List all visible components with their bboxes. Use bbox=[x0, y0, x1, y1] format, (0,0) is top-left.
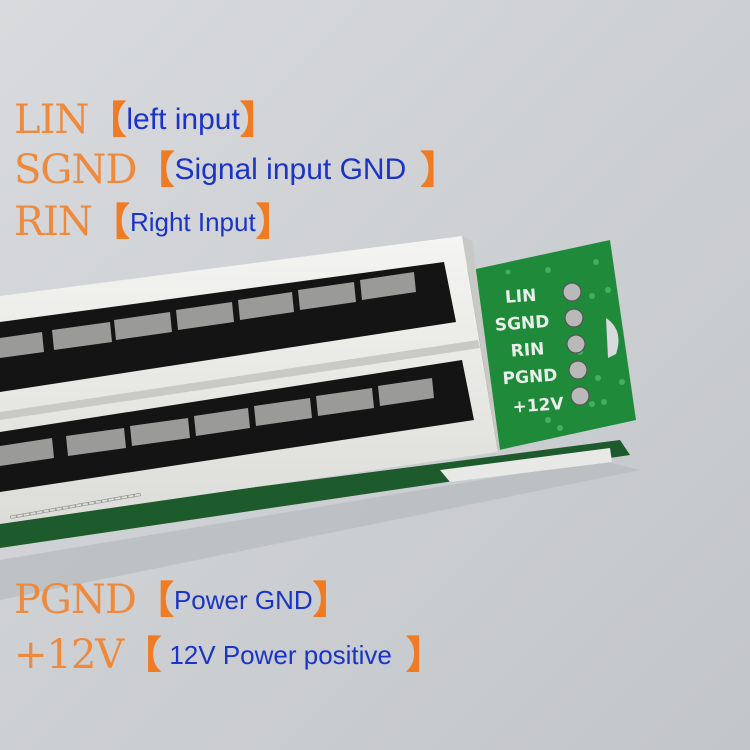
label-rin-code: RIN bbox=[14, 199, 93, 245]
label-rin: RIN【Right Input】 bbox=[14, 202, 294, 242]
bracket-close: 】 bbox=[239, 98, 278, 142]
label-12v-desc: 12V Power positive bbox=[169, 640, 392, 670]
label-lin: LIN【left input】 bbox=[14, 100, 278, 140]
bracket-open: 【 bbox=[123, 633, 162, 677]
pcb-pin-label-12v: +12V bbox=[512, 394, 565, 418]
label-sgnd: SGND【Signal input GND 】 bbox=[14, 150, 458, 190]
label-12v: +12V【12V Power positive 】 bbox=[14, 635, 444, 675]
bracket-open: 【 bbox=[88, 98, 127, 142]
bracket-close: 】 bbox=[255, 200, 294, 244]
bracket-open: 【 bbox=[135, 578, 174, 622]
pin-header bbox=[562, 282, 590, 406]
label-lin-desc: left input bbox=[126, 103, 240, 136]
bracket-close: 】 bbox=[312, 578, 351, 622]
label-12v-code: +12V bbox=[14, 632, 124, 678]
pcb-pin-label-sgnd: SGND bbox=[494, 312, 550, 336]
pcb-pin-label-pgnd: PGND bbox=[502, 366, 558, 390]
pcb-pin-label-lin: LIN bbox=[504, 286, 537, 308]
label-sgnd-desc: Signal input GND bbox=[174, 153, 407, 186]
pcb-lower-edge bbox=[0, 440, 630, 548]
bracket-close: 】 bbox=[405, 633, 444, 677]
label-sgnd-code: SGND bbox=[14, 147, 137, 193]
label-pgnd-desc: Power GND bbox=[173, 585, 313, 615]
bracket-open: 【 bbox=[91, 200, 130, 244]
label-pgnd: PGND【Power GND】 bbox=[14, 580, 351, 620]
led-bar-module: ▭▭▭▭▭▭▭▭▭▭▭▭▭▭▭▭▭▭▭▭ bbox=[0, 236, 500, 524]
pcb-pin-label-rin: RIN bbox=[510, 339, 545, 361]
label-rin-desc: Right Input bbox=[129, 207, 256, 237]
label-pgnd-code: PGND bbox=[14, 577, 137, 623]
label-lin-code: LIN bbox=[14, 97, 89, 143]
bracket-close: 】 bbox=[420, 148, 459, 192]
bracket-open: 【 bbox=[136, 148, 175, 192]
